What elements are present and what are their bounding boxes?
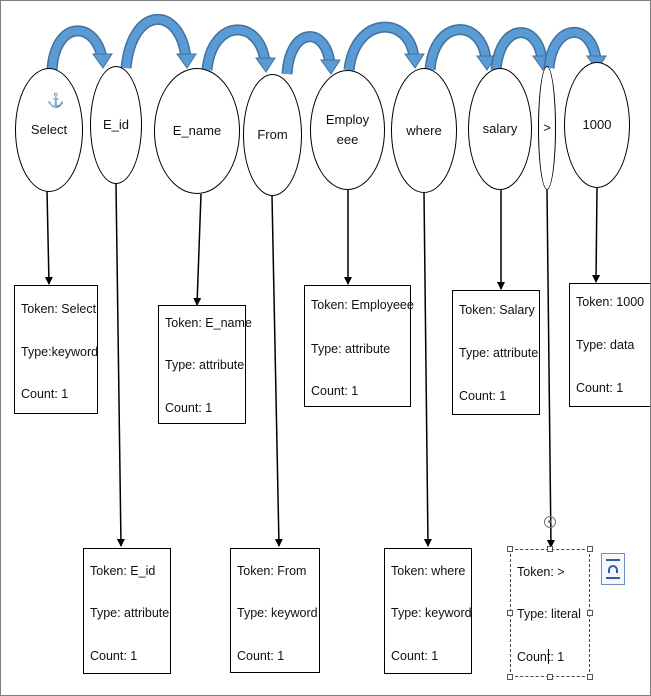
box-type-line: Type: attribute bbox=[90, 606, 170, 620]
box-count-line: Count: 1 bbox=[576, 381, 624, 395]
token-label-gt: > bbox=[543, 120, 551, 135]
curved-arrow-4 bbox=[281, 31, 341, 75]
token-node-e-id: E_id bbox=[90, 66, 142, 184]
curved-arrow-6 bbox=[424, 24, 497, 71]
box-token-line: Token: E_name bbox=[165, 316, 252, 330]
box-type-line: Type: data bbox=[576, 338, 635, 352]
resize-handle-nw[interactable] bbox=[507, 546, 513, 552]
token-label-from: From bbox=[257, 127, 288, 142]
resize-handle-n[interactable] bbox=[547, 546, 553, 552]
box-token-line: Token: Select bbox=[21, 302, 97, 316]
token-box-1000: Token: 1000 Type: data Count: 1 bbox=[569, 283, 651, 407]
token-label-salary: salary bbox=[482, 121, 518, 136]
box-count-line: Count: 1 bbox=[517, 650, 565, 664]
box-token-line: Token: > bbox=[517, 565, 565, 579]
token-node-from: From bbox=[243, 74, 302, 196]
arrow-where bbox=[423, 192, 432, 547]
box-type-line: Type: keyword bbox=[391, 606, 472, 620]
box-count-line: Count: 1 bbox=[237, 649, 285, 663]
arrow-e-id bbox=[115, 183, 125, 547]
box-count-line: Count: 1 bbox=[90, 649, 138, 663]
token-box-gt[interactable]: Token: > Type: literal Count: 1 bbox=[510, 549, 590, 677]
token-node-gt: > bbox=[538, 66, 556, 190]
token-box-where: Token: where Type: keyword Count: 1 bbox=[384, 548, 472, 674]
box-count-line: Count: 1 bbox=[459, 389, 507, 403]
token-box-e-name: Token: E_name Type: attribute Count: 1 bbox=[158, 305, 252, 424]
token-box-from: Token: From Type: keyword Count: 1 bbox=[230, 548, 320, 673]
box-token-line: Token: Employeee bbox=[311, 298, 414, 312]
box-count-line: Count: 1 bbox=[21, 387, 69, 401]
token-node-where: where bbox=[391, 68, 457, 193]
token-box-employee: Token: Employeee Type: attribute Count: … bbox=[304, 285, 414, 407]
arrow-1000 bbox=[592, 187, 601, 283]
text-cursor bbox=[548, 649, 549, 664]
token-node-salary: salary bbox=[468, 68, 532, 190]
box-token-line: Token: where bbox=[391, 564, 466, 578]
box-token-line: Token: From bbox=[237, 564, 307, 578]
curved-arrow-7 bbox=[490, 27, 553, 71]
resize-handle-e[interactable] bbox=[587, 610, 593, 616]
box-token-line: Token: Salary bbox=[459, 303, 535, 317]
box-type-line: Type: literal bbox=[517, 607, 581, 621]
curved-arrow-1 bbox=[46, 25, 113, 71]
box-type-line: Type:keyword bbox=[21, 345, 99, 359]
token-label-where: where bbox=[406, 122, 442, 138]
curved-arrow-2 bbox=[120, 13, 197, 69]
box-type-line: Type: attribute bbox=[165, 358, 245, 372]
arrow-from bbox=[271, 195, 283, 547]
box-count-line: Count: 1 bbox=[391, 649, 439, 663]
curved-arrow-5 bbox=[343, 21, 425, 71]
token-node-employee: Employ eee bbox=[310, 70, 385, 190]
anchor-icon: ⚓ bbox=[47, 92, 65, 108]
arrow-gt bbox=[546, 189, 555, 548]
token-node-1000: 1000 bbox=[564, 62, 630, 188]
layout-options-icon[interactable] bbox=[601, 553, 625, 585]
resize-handle-ne[interactable] bbox=[587, 546, 593, 552]
token-label-e-id: E_id bbox=[102, 117, 130, 132]
token-label-e-name: E_name bbox=[172, 123, 222, 138]
box-type-line: Type: keyword bbox=[237, 606, 318, 620]
token-box-salary: Token: Salary Type: attribute Count: 1 bbox=[452, 290, 540, 415]
token-label-select: Select bbox=[30, 122, 68, 137]
token-box-select: Token: Select Type:keyword Count: 1 bbox=[14, 285, 98, 414]
arrow-e-name bbox=[193, 193, 202, 306]
token-box-e-id: Token: E_id Type: attribute Count: 1 bbox=[83, 548, 171, 674]
token-node-select: Select bbox=[15, 68, 83, 192]
resize-handle-w[interactable] bbox=[507, 610, 513, 616]
box-token-line: Token: 1000 bbox=[576, 295, 645, 309]
resize-handle-sw[interactable] bbox=[507, 674, 513, 680]
token-node-e-name: E_name bbox=[154, 68, 240, 194]
box-count-line: Count: 1 bbox=[311, 384, 359, 398]
box-count-line: Count: 1 bbox=[165, 401, 213, 415]
box-type-line: Type: attribute bbox=[459, 346, 539, 360]
resize-handle-se[interactable] bbox=[587, 674, 593, 680]
box-type-line: Type: attribute bbox=[311, 342, 391, 356]
token-label-1000: 1000 bbox=[582, 117, 612, 132]
rotate-handle-icon[interactable] bbox=[544, 516, 556, 528]
box-token-line: Token: E_id bbox=[90, 564, 156, 578]
resize-handle-s[interactable] bbox=[547, 674, 553, 680]
arrow-select bbox=[44, 189, 53, 285]
curved-arrow-3 bbox=[201, 24, 276, 73]
token-label-employee: Employ eee bbox=[325, 112, 370, 147]
